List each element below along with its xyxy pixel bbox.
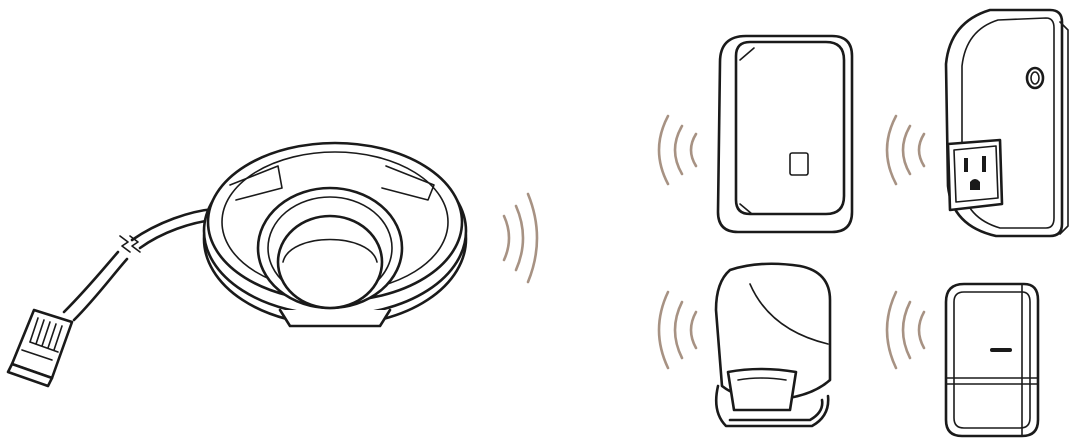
ethernet-cable-icon — [64, 209, 214, 320]
wireless-signal-icon — [659, 292, 696, 368]
door-window-sensor-icon — [946, 284, 1038, 436]
plug-in-outlet-module-icon — [946, 10, 1068, 236]
wireless-signal-icon — [887, 116, 924, 184]
dome-camera-hub-icon — [204, 143, 466, 326]
motion-sensor-icon — [716, 264, 830, 426]
ethernet-rj45-icon — [8, 310, 72, 386]
wireless-signal-icon — [887, 292, 924, 368]
wireless-signal-icon — [504, 194, 537, 282]
wireless-signal-icon — [659, 116, 696, 184]
wall-switch-icon — [718, 36, 852, 232]
